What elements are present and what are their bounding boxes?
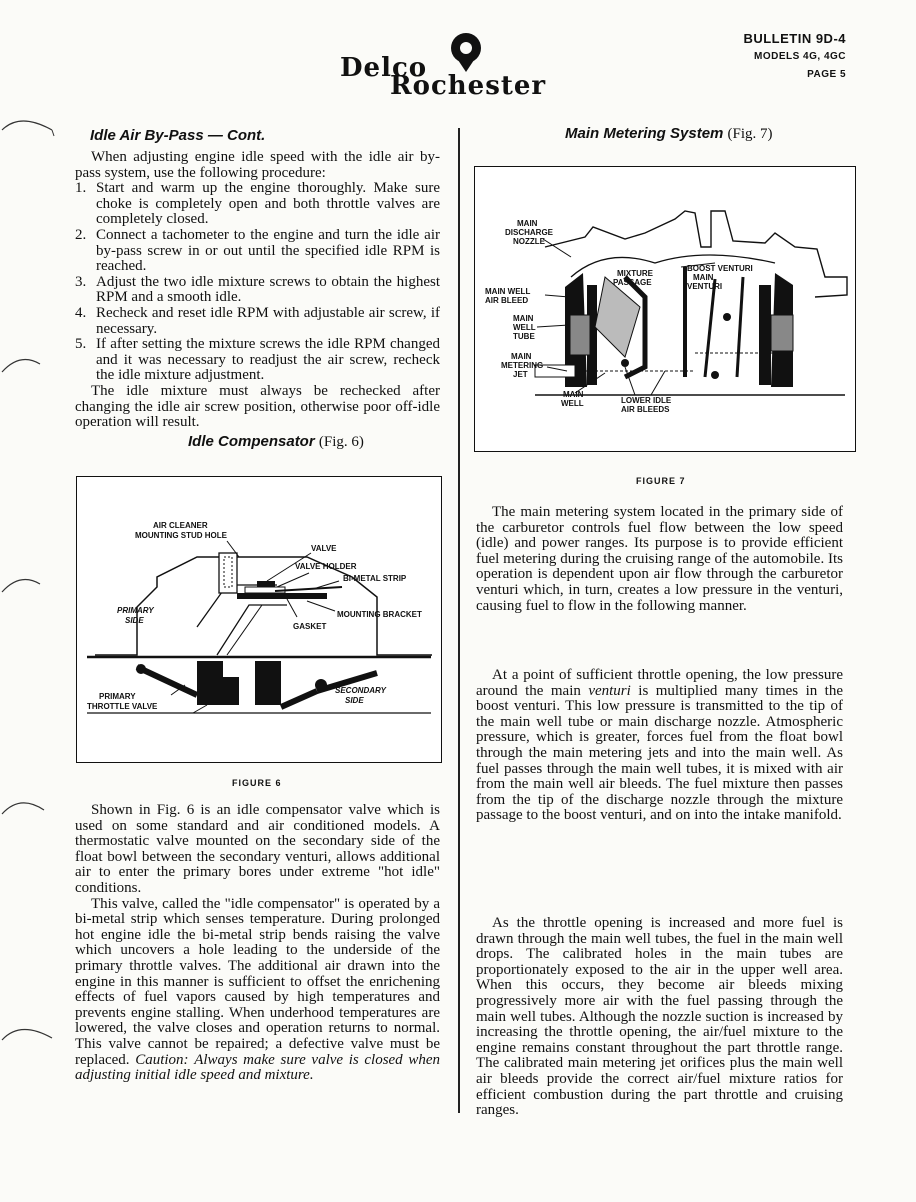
label-stud-hole: MOUNTING STUD HOLE [135, 531, 228, 540]
idle-compensator-heading: Idle Compensator (Fig. 6) [188, 433, 364, 450]
bulletin-number: BULLETIN 9D-4 [743, 31, 846, 46]
label-primary-throttle: PRIMARY [99, 692, 136, 701]
label-main-well-tube: MAIN [513, 314, 534, 323]
label-metering-jet: METERING [501, 361, 543, 370]
right-heading: Main Metering System (Fig. 7) [565, 125, 773, 142]
label-valve-holder: VALVE HOLDER [295, 562, 357, 571]
label-valve: VALVE [311, 544, 337, 553]
label-main: MAIN [517, 219, 538, 228]
label-main-venturi: MAIN [693, 273, 714, 282]
label-discharge: DISCHARGE [505, 228, 554, 237]
label-main-well-air-bleed: AIR BLEED [485, 296, 528, 305]
bulletin-models: MODELS 4G, 4GC [753, 51, 846, 62]
step-item: 5.If after setting the mixture screws th… [75, 336, 440, 384]
left-heading: Idle Air By-Pass — Cont. [90, 127, 266, 144]
left-procedure: When adjusting engine idle speed with th… [75, 149, 440, 431]
label-main-well-tube: TUBE [513, 332, 535, 341]
label-primary-throttle: THROTTLE VALVE [87, 702, 158, 711]
label-air-cleaner: AIR CLEANER [153, 521, 208, 530]
margin-mark [1, 120, 55, 137]
label-nozzle: NOZZLE [513, 237, 546, 246]
label-mixture: MIXTURE [617, 269, 654, 278]
margin-mark [1, 1028, 53, 1041]
main-metering-para-2: At a point of sufficient throttle openin… [476, 667, 844, 824]
main-metering-para-3: As the throttle opening is increased and… [476, 915, 843, 1119]
margin-mark [1, 802, 45, 815]
label-lower-idle-air-bleeds: LOWER IDLE [621, 396, 672, 405]
step-item: 4.Recheck and reset idle RPM with adjust… [75, 304, 440, 337]
intro-text: When adjusting engine idle speed with th… [75, 149, 440, 181]
label-secondary-side: SECONDARY [335, 686, 387, 695]
step-item: 3.Adjust the two idle mixture screws to … [75, 273, 440, 306]
column-divider [458, 128, 460, 1113]
compensator-para-2: This valve, called the "idle compensator… [75, 895, 440, 1084]
bulletin-info: BULLETIN 9D-4 MODELS 4G, 4GC PAGE 5 [743, 30, 846, 84]
figure-6-caption: FIGURE 6 [232, 778, 282, 788]
label-secondary-side: SIDE [345, 696, 364, 705]
label-lower-idle-air-bleeds: AIR BLEEDS [621, 405, 670, 414]
step-item: 1.Start and warm up the engine thoroughl… [75, 180, 440, 228]
label-mounting-bracket: MOUNTING BRACKET [337, 610, 422, 619]
margin-mark [1, 578, 41, 593]
label-main-well-air-bleed: MAIN WELL [485, 287, 530, 296]
label-passage: PASSAGE [613, 278, 652, 287]
label-gasket: GASKET [293, 622, 326, 631]
logo-mark-icon [451, 33, 481, 72]
label-primary-side: PRIMARY [117, 606, 154, 615]
label-primary-side: SIDE [125, 616, 144, 625]
figure-7-diagram: MAIN DISCHARGE NOZZLE MIXTURE PASSAGE BO… [485, 210, 848, 414]
figure-6-diagram: AIR CLEANER MOUNTING STUD HOLE VALVE VAL… [87, 521, 432, 714]
label-main-venturi: VENTURI [687, 282, 722, 291]
label-bimetal-strip: BI-METAL STRIP [343, 574, 407, 583]
figure-6: AIR CLEANER MOUNTING STUD HOLE VALVE VAL… [76, 476, 442, 763]
procedure-steps: 1.Start and warm up the engine thoroughl… [75, 180, 440, 384]
main-metering-para-1: The main metering system located in the … [476, 504, 843, 614]
logo-rochester: Rochester [390, 71, 547, 101]
margin-mark [1, 358, 41, 373]
caution-text: Always make sure valve is closed when ad… [75, 1051, 440, 1084]
compensator-para-1: Shown in Fig. 6 is an idle compensator v… [75, 802, 440, 896]
label-main-well: MAIN [563, 390, 584, 399]
closing-text: The idle mixture must always be rechecke… [75, 382, 440, 431]
left-compensator-text: Shown in Fig. 6 is an idle compensator v… [75, 802, 440, 1084]
label-metering-jet: JET [513, 370, 528, 379]
label-main-well-tube: WELL [513, 323, 536, 332]
step-item: 2.Connect a tachometer to the engine and… [75, 226, 440, 275]
label-boost-venturi: BOOST VENTURI [687, 264, 753, 273]
bulletin-page: PAGE 5 [807, 69, 846, 80]
logo-delco: Delco [340, 53, 428, 83]
label-metering-jet: MAIN [511, 352, 532, 361]
figure-7: MAIN DISCHARGE NOZZLE MIXTURE PASSAGE BO… [474, 166, 856, 452]
caution-label: Caution: [135, 1051, 189, 1068]
label-main-well: WELL [561, 399, 584, 408]
figure-7-caption: FIGURE 7 [636, 476, 686, 486]
